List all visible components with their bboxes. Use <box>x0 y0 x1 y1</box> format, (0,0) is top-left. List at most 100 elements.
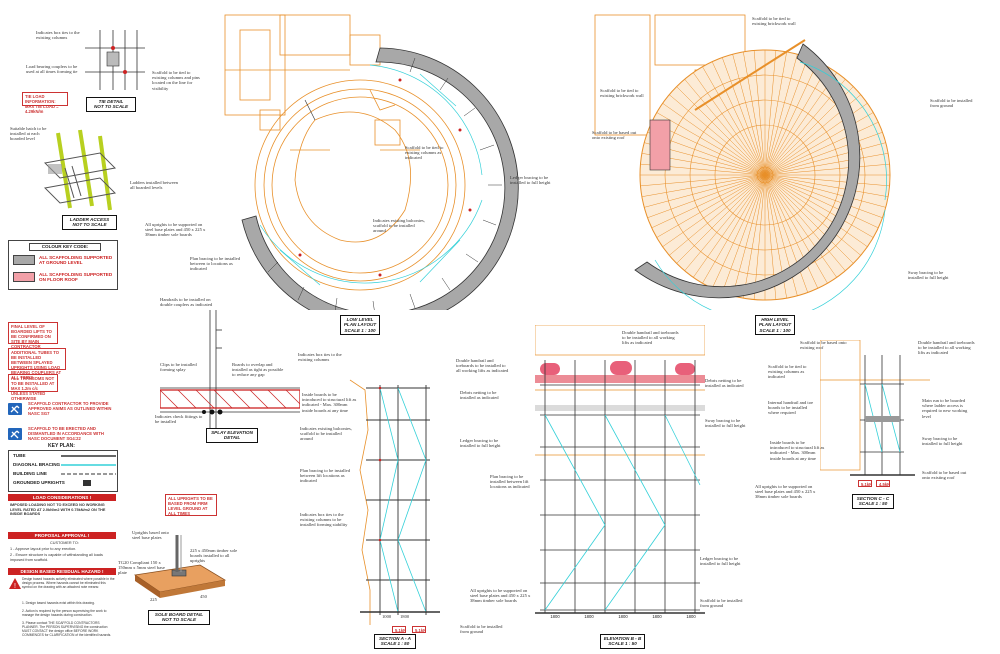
sc-load1: 5.1kN <box>858 480 872 487</box>
note-transoms: ALL TRANSOMS NOT TO BE INSTALLED AT MAX … <box>8 374 58 401</box>
hazard-line3: 2. Action is required by the person supe… <box>22 609 107 617</box>
nasc-tools-icon <box>8 428 22 440</box>
sc-note-handrail: Double handrail and toeboards to be inst… <box>918 340 975 356</box>
key-row-building: BUILDING LINE <box>13 471 47 476</box>
sc-note-roof: Scaffold to be based onto existing roof <box>800 340 847 351</box>
key-row-tube: TUBE <box>13 453 26 458</box>
ladder-access-drawing <box>43 129 117 211</box>
sc-note-inside: Inside boards to be introduced to struct… <box>770 440 825 461</box>
colour-key-legend: COLOUR KEY CODE: ALL SCAFFOLDING SUPPORT… <box>8 240 118 290</box>
load-panel-text: IMPOSED LOADING NOT TO EXCEED NO WORKING… <box>10 503 106 517</box>
sa-note-balconies: Indicates existing balconies, scaffold t… <box>300 426 352 442</box>
eb-dim-1: 1800 <box>550 614 560 619</box>
key-plan-legend: TUBE DIAGONAL BRACING BUILDING LINE GROU… <box>8 450 118 492</box>
sa-note-plan: Plan bracing to be installed between lif… <box>300 468 351 484</box>
eb-dimensions: 1800 1800 1800 1800 1800 <box>538 614 708 619</box>
high-note-sway: Sway bracing to be installed to full hei… <box>908 270 949 281</box>
load-panel-title: LOAD CONSIDERATIONS ! <box>8 494 116 501</box>
sa-dim-b: 1800 <box>400 614 410 619</box>
low-note-ties: Scaffold to be tied to existing columns … <box>405 145 444 161</box>
sa-note-ground: Scaffold to be installed from ground <box>460 624 503 635</box>
tie-note-scaffold: Scaffold to be tied to existing columns … <box>152 70 200 91</box>
nasc-warning-icon <box>8 403 22 415</box>
sa-note-ties: Indicates box ties to the existing colum… <box>298 352 342 363</box>
sc-load2: 4.5kN <box>876 480 890 487</box>
sa-dim-a: 1000 <box>382 614 392 619</box>
high-level-plan-drawing <box>594 14 891 310</box>
high-note-ground: Scaffold to be installed from ground <box>930 98 973 109</box>
key-plan-title: KEY PLAN: <box>48 443 75 449</box>
swatch-ground <box>13 255 35 265</box>
sole-note-base: Uprights based onto steel base plates <box>132 530 170 541</box>
splay-note-handrails: Handrails to be installed on double coup… <box>160 297 213 308</box>
sa-load1: 5.1kN <box>392 626 406 633</box>
note-final-level: FINAL LEVEL OF BOARDED LIFTS TO BE CONFI… <box>8 322 58 349</box>
hazard-line4: 3. Please contact THE SCAFFOLD CONTRACTO… <box>22 621 112 637</box>
proposal-line3: 2 - Ensure structure is capable of withs… <box>10 553 103 562</box>
tie-load-info: TIE LOAD INFORMATION:MAX TIE LOAD = 4.29… <box>22 92 68 114</box>
eb-dim-2: 1800 <box>584 614 594 619</box>
sa-note-handrail: Double handrail and toeboards to be inst… <box>456 358 509 374</box>
splay-note-check: Indicates check fittings to be installed <box>155 414 203 425</box>
eb-note-handrail: Double handrail and toeboards to be inst… <box>622 330 679 346</box>
tie-note-couplers: Load bearing couplers to be used at all … <box>26 64 78 75</box>
key-plan-lines <box>61 455 116 486</box>
eb-dim-3: 1800 <box>618 614 628 619</box>
sa-load2: 5.1kN <box>412 626 426 633</box>
proposal-line1: CUSTOMER TO: <box>50 541 79 545</box>
high-note-roof: Scaffold to be based out onto existing r… <box>592 130 637 141</box>
splay-detail-drawing <box>160 310 300 440</box>
key-row-bracing: DIAGONAL BRACING <box>13 462 61 467</box>
sa-note-ledger: Ledger bracing to be installed to full h… <box>460 438 501 449</box>
sole-dim-450: 450 <box>200 594 207 599</box>
tie-note-tubes: Indicates box ties to the existing colum… <box>36 30 80 41</box>
eb-dim-5: 1800 <box>686 614 696 619</box>
eb-note-ledger: Ledger bracing to be installed to full h… <box>700 556 741 567</box>
ladder-note-ladders: Ladders installed between all boarded le… <box>130 180 178 191</box>
high-note-brick2: Scaffold to be tied to existing brickwor… <box>600 88 644 99</box>
colour-key-roof-label: ALL SCAFFOLDING SUPPORTED ON FLOOR ROOF <box>39 272 113 282</box>
swatch-roof <box>13 272 35 282</box>
hazard-warning-icon: ! <box>9 578 21 589</box>
low-note-balconies: Indicates existing balconies, scaffold t… <box>373 218 425 234</box>
sa-note-inside: Inside boards to be introduced to struct… <box>302 392 357 413</box>
section-a-drawing <box>349 379 440 625</box>
icon-note-erected: SCAFFOLD TO BE ERECTED AND DISMANTLED IN… <box>28 426 104 441</box>
sc-note-ties: Scaffold to be tied to existing columns … <box>768 364 807 380</box>
proposal-panel-title: PROPOSAL APPROVAL ! <box>8 532 116 539</box>
sole-note-timber: 225 x 450mm timber sole boards installed… <box>190 548 238 564</box>
high-note-brick: Scaffold to be tied to existing brickwor… <box>752 16 796 27</box>
eb-dim-4: 1800 <box>652 614 662 619</box>
eb-note-steel: All uprights to be supported on steel ba… <box>470 588 531 604</box>
sc-note-steel: All uprights to be supported on steel ba… <box>755 484 816 500</box>
sole-note-tg: TG20 Compliant 150 x 150mm x 5mm steel b… <box>118 560 165 576</box>
note-additional-tubes: ADDITIONAL TUBES TO BE INSTALLED BETWEEN… <box>8 348 66 380</box>
sole-note-uprights: ALL UPRIGHTS TO BE BASED FROM FIRM LEVEL… <box>165 494 217 516</box>
proposal-line2: 1 - Approve layout prior to any erection… <box>10 547 77 551</box>
eb-note-sway: Sway bracing to be installed to full hei… <box>705 418 746 429</box>
key-row-grounded: GROUNDED UPRIGHTS <box>13 480 65 485</box>
sc-note-internal: Internal handrail and toe boards to be i… <box>768 400 814 416</box>
sole-dim-225: 225 <box>150 597 157 602</box>
sole-board-drawing <box>133 535 227 598</box>
sc-note-hatch: Main run to be boarded where ladder acce… <box>922 398 968 419</box>
eb-note-ground: Scaffold to be installed from ground <box>700 598 743 609</box>
eb-note-plan: Plan bracing to be installed between lif… <box>490 474 530 490</box>
low-note-steel: All uprights to be supported on steel ba… <box>145 222 206 238</box>
elevation-b-drawing <box>535 325 705 614</box>
svg-text:!: ! <box>14 583 16 589</box>
low-note-plan: Plan bracing to be installed between to … <box>190 256 241 272</box>
hazard-panel-title: DESIGN BASED RESIDUAL HAZARD ! <box>8 568 116 575</box>
icon-note-anims: SCAFFOLD CONTRACTOR TO PROVIDE APPROVED … <box>28 401 112 416</box>
sc-note-based: Scaffold to be based out onto existing r… <box>922 470 967 481</box>
hazard-line2: 1. Design based hazards exist within thi… <box>22 601 95 605</box>
eb-note-debris: Debris netting to be installed as indica… <box>705 378 744 389</box>
hazard-line1: Design based hazards actively eliminated… <box>22 577 115 589</box>
